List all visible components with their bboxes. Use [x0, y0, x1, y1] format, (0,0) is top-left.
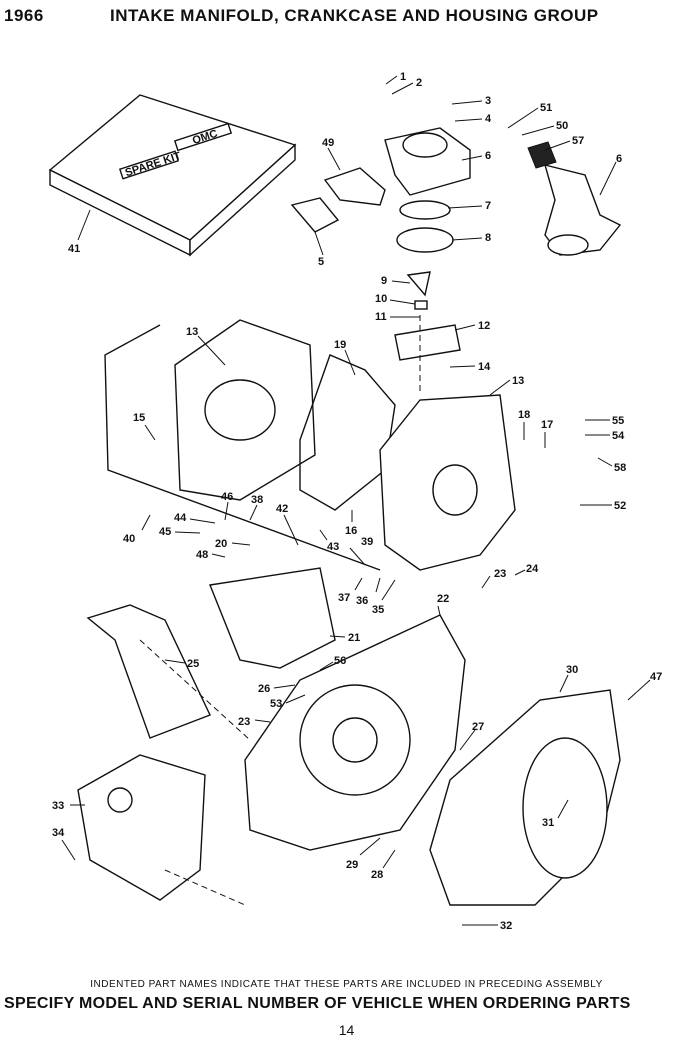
callout-23-top: 23: [494, 568, 506, 580]
crankcase-right: [379, 394, 516, 571]
callout-6: 6: [485, 150, 491, 162]
callout-39: 39: [361, 536, 373, 548]
right-intake: [527, 141, 622, 256]
crankcase-left: [174, 319, 316, 501]
callout-43: 43: [327, 541, 339, 553]
callout-3: 3: [485, 95, 491, 107]
callout-58: 58: [614, 462, 626, 474]
callout-18: 18: [518, 409, 530, 421]
callout-47: 47: [650, 671, 662, 683]
header-year: 1966: [4, 6, 44, 25]
callout-57: 57: [572, 135, 584, 147]
callout-25: 25: [187, 658, 199, 670]
shield-25: [86, 604, 211, 739]
callout-56: 56: [334, 655, 346, 667]
intake-manifold-stack: [384, 127, 471, 361]
callout-41: 41: [68, 243, 80, 255]
callout-46: 46: [221, 491, 233, 503]
callout-27: 27: [472, 721, 484, 733]
callout-34: 34: [52, 827, 65, 839]
callout-19: 19: [334, 339, 346, 351]
spare-kit-box: OMC SPARE KIT: [48, 94, 297, 257]
callout-54: 54: [612, 430, 625, 442]
callout-49: 49: [322, 137, 334, 149]
gasket-5: [290, 197, 340, 233]
callout-9: 9: [381, 275, 387, 287]
callout-labels: 1 2 3 4 51 50 57 6 49 6 7 8 5 41 9 10 11…: [52, 71, 662, 932]
callout-17: 17: [541, 419, 553, 431]
page-number: 14: [338, 1022, 355, 1038]
callout-1: 1: [400, 71, 406, 83]
callout-16: 16: [345, 525, 357, 537]
callout-42: 42: [276, 503, 288, 515]
callout-55: 55: [612, 415, 624, 427]
callout-24: 24: [526, 563, 539, 575]
callout-44: 44: [174, 512, 187, 524]
callout-40: 40: [123, 533, 135, 545]
flywheel-housing: [244, 614, 466, 851]
callout-8: 8: [485, 232, 491, 244]
callout-31: 31: [542, 817, 554, 829]
callout-13-left: 13: [186, 326, 198, 338]
gasket-49: [323, 167, 386, 206]
callout-26: 26: [258, 683, 270, 695]
lower-shroud: [77, 754, 206, 901]
callout-33: 33: [52, 800, 64, 812]
callout-15: 15: [133, 412, 145, 424]
callout-37: 37: [338, 592, 350, 604]
callout-6-right: 6: [616, 153, 622, 165]
callout-22: 22: [437, 593, 449, 605]
callout-4: 4: [485, 113, 492, 125]
choke-rod: [104, 324, 381, 571]
callout-7: 7: [485, 200, 491, 212]
callout-14: 14: [478, 361, 491, 373]
callout-11: 11: [375, 311, 387, 323]
callout-29: 29: [346, 859, 358, 871]
callout-48: 48: [196, 549, 208, 561]
starter-cover: [429, 689, 621, 906]
callout-21: 21: [348, 632, 360, 644]
callout-53: 53: [270, 698, 282, 710]
callout-51: 51: [540, 102, 552, 114]
callout-52: 52: [614, 500, 626, 512]
callout-38: 38: [251, 494, 263, 506]
callout-5: 5: [318, 256, 324, 268]
callout-28: 28: [371, 869, 383, 881]
callout-50: 50: [556, 120, 568, 132]
callout-2: 2: [416, 77, 422, 89]
callout-13-right: 13: [512, 375, 524, 387]
callout-32: 32: [500, 920, 512, 932]
ordering-instructions: SPECIFY MODEL AND SERIAL NUMBER OF VEHIC…: [4, 995, 631, 1012]
callout-20: 20: [215, 538, 227, 550]
callout-23-bottom: 23: [238, 716, 250, 728]
callout-12: 12: [478, 320, 490, 332]
page-title: INTAKE MANIFOLD, CRANKCASE AND HOUSING G…: [110, 6, 599, 25]
callout-36: 36: [356, 595, 368, 607]
callout-10: 10: [375, 293, 387, 305]
callout-35: 35: [372, 604, 384, 616]
callout-45: 45: [159, 526, 171, 538]
callout-30: 30: [566, 664, 578, 676]
footer-note: INDENTED PART NAMES INDICATE THAT THESE …: [90, 979, 603, 990]
baffle-21: [209, 567, 336, 669]
